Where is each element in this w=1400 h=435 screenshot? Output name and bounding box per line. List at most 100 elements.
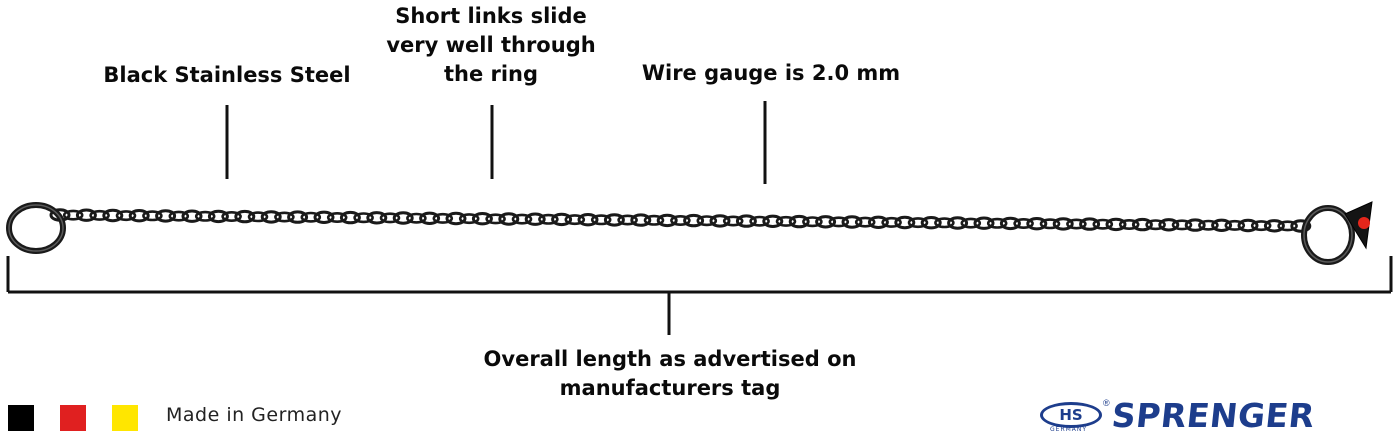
chain-link bbox=[353, 212, 374, 224]
chain-link bbox=[973, 216, 995, 230]
chain-link bbox=[894, 215, 916, 230]
chain-link bbox=[920, 216, 942, 230]
length-label-line-2: manufacturers tag bbox=[559, 376, 781, 400]
chain-link bbox=[828, 216, 850, 228]
chain-link bbox=[564, 214, 586, 226]
chain-link bbox=[603, 213, 625, 227]
chain-link bbox=[735, 214, 757, 228]
chain-link bbox=[907, 217, 929, 229]
chain-link bbox=[274, 211, 295, 223]
flag-swatch-black bbox=[8, 405, 34, 431]
chain-link bbox=[102, 208, 124, 223]
material-callout: Black Stainless Steel bbox=[100, 61, 354, 90]
chain-link bbox=[1013, 218, 1034, 230]
chain-link bbox=[630, 213, 652, 227]
chain-link bbox=[709, 214, 731, 228]
chain-link bbox=[1198, 219, 1219, 231]
length-callout: Overall length as advertised on manufact… bbox=[470, 345, 870, 403]
chain-link bbox=[841, 215, 863, 229]
chain-link bbox=[155, 209, 177, 223]
chain-link bbox=[670, 215, 691, 227]
chain-link bbox=[485, 213, 506, 225]
registered-mark: ® bbox=[1103, 398, 1110, 408]
brand-tag bbox=[1344, 201, 1373, 250]
chain-link bbox=[115, 210, 137, 222]
chain-link bbox=[1039, 218, 1061, 230]
flag-swatch-yellow bbox=[112, 405, 138, 431]
chain-collar-illustration bbox=[6, 101, 1393, 335]
links-callout: Short links slide very well through the … bbox=[370, 2, 612, 89]
chain-link bbox=[181, 209, 203, 223]
flag-swatch-red bbox=[60, 405, 86, 431]
chain-link bbox=[999, 216, 1021, 231]
chain-link bbox=[432, 212, 454, 224]
chain-link bbox=[1211, 218, 1233, 233]
chain-link bbox=[749, 215, 770, 227]
chain-link bbox=[128, 209, 150, 223]
chain-link bbox=[366, 211, 388, 225]
right-ring bbox=[1301, 205, 1355, 265]
chain-link bbox=[260, 210, 282, 224]
chain-link bbox=[947, 216, 969, 230]
hs-mark: HS bbox=[1040, 402, 1102, 428]
chain-link bbox=[406, 212, 427, 224]
links-label-line-3: the ring bbox=[443, 62, 539, 86]
chain-link bbox=[617, 214, 638, 226]
links-label-line-2: very well through bbox=[386, 33, 596, 57]
chain-link bbox=[498, 212, 520, 226]
chain-link bbox=[1131, 217, 1153, 232]
links-label-line-1: Short links slide bbox=[395, 4, 587, 28]
chain-link bbox=[89, 209, 110, 221]
chain-link bbox=[775, 215, 797, 227]
chain-link bbox=[1145, 219, 1166, 231]
chain-link bbox=[656, 213, 678, 228]
chain-link bbox=[1118, 219, 1140, 231]
chain-link bbox=[300, 211, 322, 223]
tag-gem bbox=[1358, 217, 1370, 229]
brand-name: SPRENGER bbox=[1109, 396, 1317, 435]
hs-mark-subtitle: GERMANY bbox=[1050, 426, 1088, 433]
chain-link bbox=[194, 210, 216, 222]
sprenger-logo: HS GERMANY ® SPRENGER bbox=[1040, 396, 1380, 435]
chain-link bbox=[1158, 218, 1180, 232]
chain-link bbox=[234, 209, 256, 224]
chain-links bbox=[49, 208, 1312, 233]
chain-link bbox=[445, 211, 467, 226]
chain-link bbox=[221, 211, 242, 223]
chain-link bbox=[1079, 217, 1101, 231]
chain-link bbox=[643, 214, 665, 226]
chain-link bbox=[287, 210, 309, 224]
chain-link bbox=[986, 217, 1008, 229]
chain-link bbox=[934, 217, 955, 229]
chain-link bbox=[815, 215, 837, 229]
material-label: Black Stainless Steel bbox=[103, 63, 351, 87]
chain-link bbox=[854, 216, 876, 228]
chain-link bbox=[762, 214, 784, 229]
chain-link bbox=[247, 211, 269, 223]
left-ring bbox=[6, 202, 66, 254]
chain-link bbox=[538, 213, 559, 225]
chain-link bbox=[960, 217, 982, 229]
chain-link bbox=[722, 215, 744, 227]
chain-link bbox=[524, 212, 546, 226]
length-label-line-1: Overall length as advertised on bbox=[483, 347, 857, 371]
chain-link bbox=[577, 213, 599, 227]
chain-link bbox=[551, 212, 573, 227]
chain-link bbox=[696, 215, 718, 227]
chain-link bbox=[1105, 217, 1127, 232]
made-in-label: Made in Germany bbox=[166, 404, 343, 426]
chain-link bbox=[802, 216, 823, 228]
chain-link bbox=[683, 213, 705, 228]
chain-link bbox=[1026, 217, 1048, 231]
chain-link bbox=[511, 213, 533, 225]
chain-link bbox=[1092, 218, 1114, 230]
chain-link bbox=[1184, 218, 1206, 232]
chain-link bbox=[1290, 219, 1312, 233]
chain-link bbox=[1171, 219, 1193, 231]
chain-link bbox=[1237, 218, 1259, 233]
chain-link bbox=[1263, 219, 1285, 233]
chain-link bbox=[62, 209, 84, 221]
chain-link bbox=[207, 209, 229, 224]
chain-link bbox=[1052, 217, 1074, 231]
gauge-callout: Wire gauge is 2.0 mm bbox=[632, 59, 910, 88]
